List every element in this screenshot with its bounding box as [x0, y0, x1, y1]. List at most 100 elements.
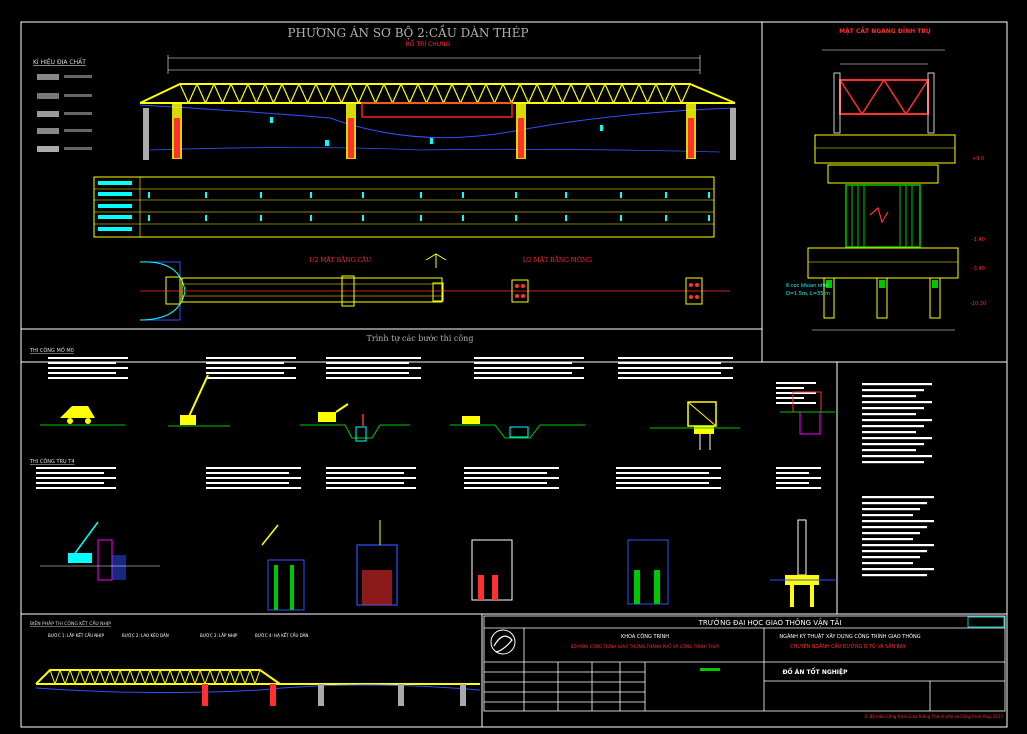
step-note-line [776, 392, 816, 394]
mini-truss-diagonal [179, 669, 186, 685]
truss-diagonal [179, 83, 190, 104]
note-line [862, 502, 927, 505]
step-note-line [48, 362, 116, 364]
table-tick [205, 192, 207, 198]
truss-diagonal [408, 83, 419, 104]
mini-truss-diagonal [219, 669, 226, 685]
step-note-line [326, 467, 416, 469]
truss-diagonal [442, 83, 453, 104]
pier-section-label: THI CÔNG TRỤ T4 [29, 458, 75, 465]
mini-truss-diagonal [209, 669, 216, 685]
note-line [862, 449, 916, 452]
truss-diagonal [289, 83, 300, 104]
piers-elevation [143, 104, 736, 160]
note-line [862, 562, 913, 565]
mini-truss-diagonal [194, 669, 201, 685]
level-1-40: -1.40 [972, 237, 985, 243]
mini-truss-diagonal [149, 669, 156, 685]
truss-diagonal [187, 83, 198, 104]
step-note-line [464, 482, 547, 484]
mini-truss-diagonal [139, 669, 146, 685]
major-name: NGÀNH KỸ THUẬT XÂY DỰNG CÔNG TRÌNH GIAO … [779, 633, 920, 640]
step-note-line [618, 367, 733, 369]
faculty-name: KHOA CÔNG TRÌNH [621, 633, 669, 640]
step-note-line [464, 487, 559, 489]
table-tick [362, 192, 364, 198]
department-name: BỘ MÔN CÔNG TRÌNH GIAO THÔNG THÀNH PHỐ V… [571, 644, 720, 649]
super-step-2: BƯỚC 2: LAO KÉO DÀN [122, 633, 169, 638]
truss-diagonal [629, 83, 640, 104]
cross-section-title: MẶT CẮT NGANG ĐỈNH TRỤ [839, 27, 931, 35]
note-line [862, 431, 916, 434]
mini-truss-diagonal [254, 669, 261, 685]
note-line [862, 544, 934, 547]
superstructure-section-label: BIỆN PHÁP THI CÔNG KẾT CẤU NHỊP [30, 619, 111, 627]
truss-diagonal [612, 83, 623, 104]
table-tick [260, 215, 262, 221]
step-note-line [206, 467, 301, 469]
step-note-line [326, 487, 416, 489]
step-note-line [776, 472, 809, 474]
mini-truss-diagonal [84, 669, 91, 685]
truss-diagonal [570, 83, 581, 104]
sheet-frame [20, 21, 1008, 728]
note-line [862, 425, 924, 428]
truss-diagonal [204, 83, 215, 104]
step-note-line [36, 487, 116, 489]
mini-truss-diagonal [74, 669, 81, 685]
table-tick [310, 192, 312, 198]
note-line [862, 401, 932, 404]
mini-truss-diagonal [164, 669, 171, 685]
table-tick [708, 192, 710, 198]
truss-diagonal [357, 83, 368, 104]
abutment-section-label: THI CÔNG MỐ M0 [29, 346, 74, 354]
mini-truss-diagonal [204, 669, 211, 685]
truss-diagonal [417, 83, 428, 104]
elevation-dimension-lines [167, 55, 701, 74]
step-note-line [616, 472, 709, 474]
super-step-1: BƯỚC 1: LẮP KẾT CẤU NHỊP [48, 632, 104, 638]
truss-diagonal [493, 83, 504, 104]
truss-diagonal [332, 83, 343, 104]
truss-diagonal [400, 83, 411, 104]
note-line [862, 383, 932, 386]
mini-truss-diagonal [144, 669, 151, 685]
level-3-40: -3.40 [972, 266, 985, 272]
copyright-note: © Bộ môn Công trình Giao thông Thành phố… [864, 714, 1003, 719]
note-line [862, 437, 932, 440]
truss-diagonal [306, 83, 317, 104]
step-note-line [618, 372, 721, 374]
pile-note-count: 6 cọc khoan nhồi [786, 281, 829, 289]
half-plan-view [139, 253, 730, 321]
mini-truss-diagonal [199, 669, 206, 685]
step-note-line [616, 467, 721, 469]
step-note-line [326, 472, 404, 474]
table-tick [462, 215, 464, 221]
step-note-line [474, 362, 572, 364]
truss-diagonal [323, 83, 334, 104]
table-tick [362, 215, 364, 221]
step-note-line [616, 487, 721, 489]
table-tick [310, 215, 312, 221]
level-9: +9.0 [972, 156, 984, 162]
mini-truss-diagonal [49, 669, 56, 685]
step-note-line [36, 467, 116, 469]
step-note-line [776, 382, 816, 384]
truss-diagonal [459, 83, 470, 104]
note-line [862, 407, 924, 410]
mini-truss-diagonal [59, 669, 66, 685]
pile-note-size: D=1.5m, L=35 m [786, 291, 830, 297]
truss-diagonal [476, 83, 487, 104]
truss-diagonal [638, 83, 649, 104]
truss-diagonal [561, 83, 572, 104]
level-10-30: -10.30 [970, 301, 986, 307]
mini-truss-diagonal [224, 669, 231, 685]
truss-diagonal [527, 83, 538, 104]
abutment-step-sketches [40, 374, 835, 450]
mini-truss-diagonal [54, 669, 61, 685]
step-note-line [464, 467, 559, 469]
truss-diagonal [680, 83, 691, 104]
mini-truss-diagonal [244, 669, 251, 685]
truss-diagonal [298, 83, 309, 104]
step-note-line [776, 387, 804, 389]
